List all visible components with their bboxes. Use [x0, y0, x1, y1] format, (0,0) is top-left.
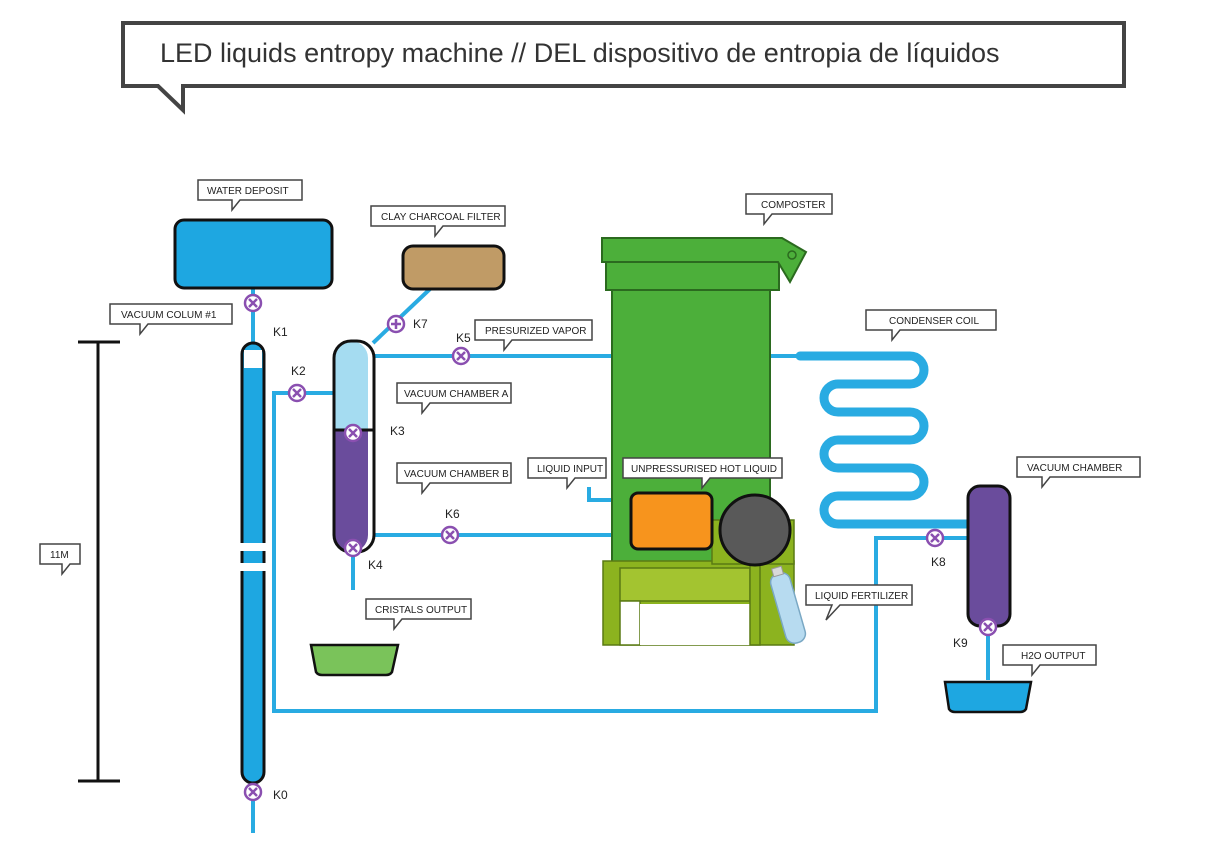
valve-k2[interactable]: [287, 383, 307, 403]
callout-vacuum-chamber-a: VACUUM CHAMBER A: [396, 382, 512, 416]
callout-h2o-output: H2O OUTPUT: [1002, 644, 1097, 678]
valve-k7[interactable]: [386, 314, 406, 334]
clay-charcoal-filter: [401, 244, 506, 291]
callout-vacuum-colum-1: VACUUM COLUM #1: [109, 303, 233, 337]
vacuum-chamber-ab: [332, 339, 376, 554]
valve-k5[interactable]: [451, 346, 471, 366]
callout-vacuum-chamber-b: VACUUM CHAMBER B: [396, 462, 512, 496]
callout-11m: 11M: [39, 543, 81, 577]
svg-text:VACUUM COLUM #1: VACUUM COLUM #1: [121, 310, 217, 321]
callout-vacuum-chamber: VACUUM CHAMBER: [1016, 456, 1141, 490]
valve-k4[interactable]: [343, 538, 363, 558]
svg-text:H2O OUTPUT: H2O OUTPUT: [1021, 651, 1085, 662]
svg-text:COMPOSTER: COMPOSTER: [761, 200, 825, 211]
gas-canister: [769, 565, 807, 644]
title-bubble: LED liquids entropy machine // DEL dispo…: [121, 21, 1126, 115]
svg-text:UNPRESSURISED HOT LIQUID: UNPRESSURISED HOT LIQUID: [631, 464, 777, 475]
page-title: LED liquids entropy machine // DEL dispo…: [160, 38, 999, 68]
valve-k2-label: K2: [291, 364, 306, 378]
svg-text:LIQUID INPUT: LIQUID INPUT: [537, 464, 603, 475]
valve-k9-label: K9: [953, 636, 968, 650]
valve-k8-label: K8: [931, 555, 946, 569]
hot-liquid-tank: [629, 491, 714, 551]
callout-presurized-vapor: PRESURIZED VAPOR: [474, 319, 593, 353]
callout-liquid-fertilizer: LIQUID FERTILIZER: [805, 584, 913, 621]
grey-drum: [718, 493, 792, 567]
svg-text:CLAY CHARCOAL FILTER: CLAY CHARCOAL FILTER: [381, 212, 501, 223]
callout-condenser-coil: CONDENSER COIL: [865, 309, 997, 343]
svg-text:VACUUM CHAMBER A: VACUUM CHAMBER A: [404, 389, 509, 400]
svg-text:CONDENSER COIL: CONDENSER COIL: [889, 316, 979, 327]
svg-text:CRISTALS OUTPUT: CRISTALS OUTPUT: [375, 605, 467, 616]
callout-clay-charcoal-filter: CLAY CHARCOAL FILTER: [370, 205, 506, 239]
valve-k9[interactable]: [978, 617, 998, 637]
valve-k0-label: K0: [273, 788, 288, 802]
valve-k6[interactable]: [440, 525, 460, 545]
svg-text:LIQUID FERTILIZER: LIQUID FERTILIZER: [815, 591, 908, 602]
callout-cristals-output: CRISTALS OUTPUT: [365, 598, 472, 632]
svg-text:VACUUM CHAMBER B: VACUUM CHAMBER B: [404, 469, 509, 480]
valve-k6-label: K6: [445, 507, 460, 521]
valve-k4-label: K4: [368, 558, 383, 572]
condenser-coil: [795, 351, 973, 529]
callout-composter: COMPOSTER: [745, 193, 833, 227]
svg-text:PRESURIZED VAPOR: PRESURIZED VAPOR: [485, 326, 587, 337]
valve-k1[interactable]: [243, 293, 263, 313]
valve-k3-label: K3: [390, 424, 405, 438]
valve-k7-label: K7: [413, 317, 428, 331]
valve-k3[interactable]: [343, 423, 363, 443]
valve-k5-label: K5: [456, 331, 471, 345]
valve-k0[interactable]: [243, 782, 263, 802]
svg-text:WATER DEPOSIT: WATER DEPOSIT: [207, 186, 289, 197]
height-measure: [78, 340, 120, 783]
valve-k8[interactable]: [925, 528, 945, 548]
callout-water-deposit: WATER DEPOSIT: [197, 179, 303, 213]
valve-k1-label: K1: [273, 325, 288, 339]
cristals-output-basin: [309, 643, 400, 677]
h2o-output-basin: [943, 680, 1033, 714]
callout-unpressurised-hot-liquid: UNPRESSURISED HOT LIQUID: [622, 457, 783, 491]
water-deposit-tank: [173, 218, 334, 290]
svg-text:VACUUM CHAMBER: VACUUM CHAMBER: [1027, 463, 1122, 474]
vacuum-column-1: [238, 341, 268, 785]
vacuum-chamber-right: [966, 484, 1012, 628]
callout-liquid-input: LIQUID INPUT: [527, 457, 607, 491]
svg-text:11M: 11M: [50, 550, 69, 561]
